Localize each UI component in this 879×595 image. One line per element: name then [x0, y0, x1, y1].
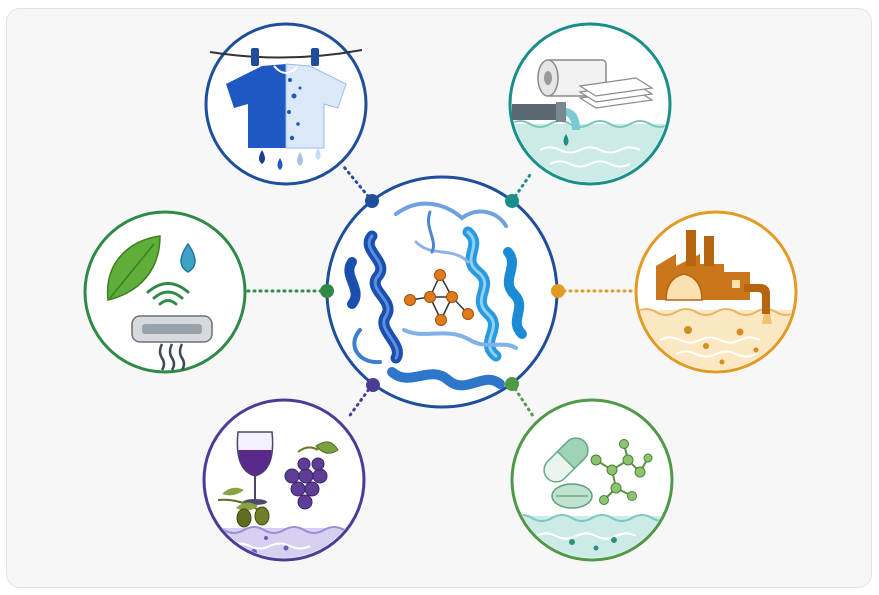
connector-dots: [320, 194, 565, 392]
connector-food: [346, 383, 374, 420]
node-biosensor: [83, 210, 247, 374]
leaf-water-sensor-icon: [106, 235, 213, 371]
protein-hub: [325, 175, 559, 409]
node-textile: [204, 22, 368, 186]
t-shirt-dye-icon: [209, 48, 363, 170]
node-pharmaceutical: [510, 398, 674, 562]
node-industrial: [634, 210, 798, 374]
protein-ribbon-icon: [344, 201, 527, 391]
active-site-icon: [404, 269, 474, 326]
node-food: [202, 398, 366, 562]
connector-textile: [342, 165, 374, 203]
node-paper: [508, 22, 672, 186]
